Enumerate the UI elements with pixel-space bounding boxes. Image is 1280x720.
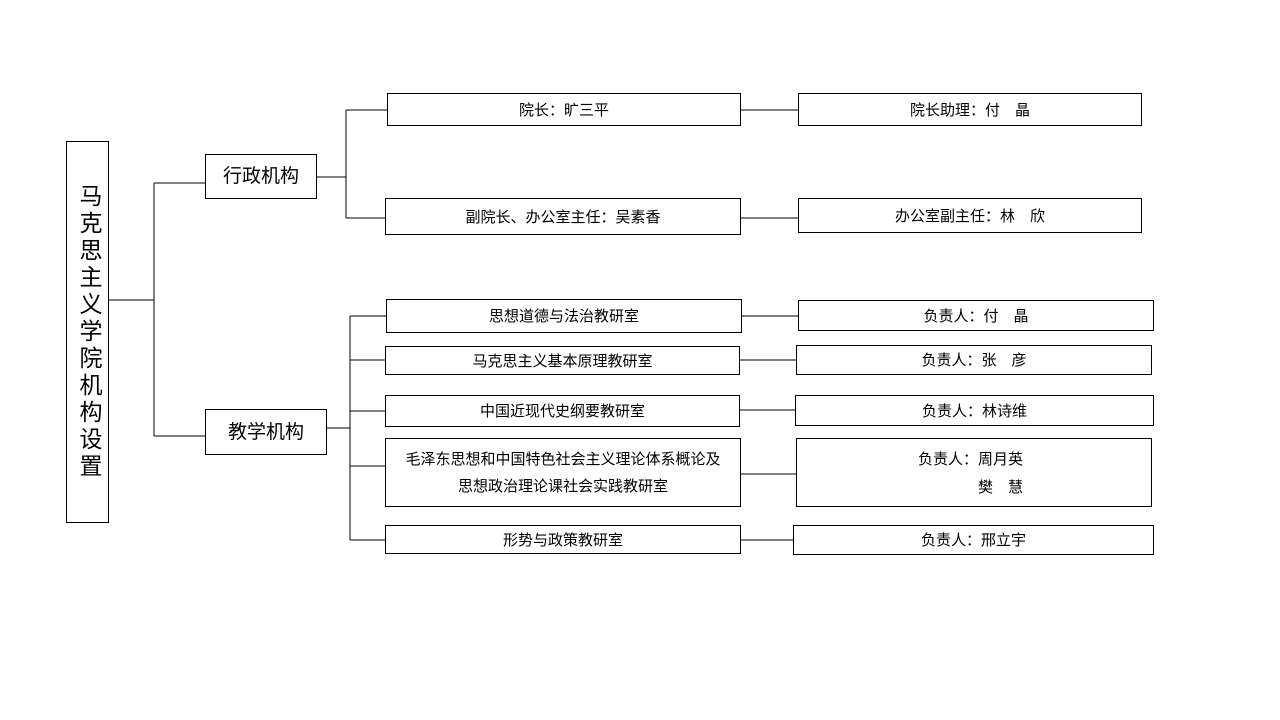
office-head-3-line: 负责人：林诗维 [921, 401, 1028, 420]
office-head-5-name: 邢立宇 [981, 531, 1027, 549]
office-head-2-line: 负责人：张 彦 [921, 351, 1027, 369]
office-head-5-line: 负责人：邢立宇 [920, 531, 1027, 549]
category-admin: 行政机构 [205, 154, 317, 199]
office-head-box-3: 负责人：林诗维 [795, 395, 1154, 426]
office-head-5-label: 负责人 [920, 531, 966, 549]
office-head-1-line: 负责人：付 晶 [923, 306, 1029, 325]
office-head-4-line-2: 负责人：樊 慧 [918, 473, 1023, 501]
title-to-categories-connector [109, 182, 206, 437]
office-box-3: 中国近现代史纲要教研室 [385, 395, 740, 427]
office-head-box-5: 负责人：邢立宇 [793, 525, 1154, 555]
diagram-title: 马克思主义学院机构设置 [66, 141, 109, 523]
admin-assistant-box-1: 院长助理：付 晶 [798, 93, 1142, 126]
teaching-connector [326, 315, 387, 541]
office-head-box-4: 负责人：周月英 负责人：樊 慧 [796, 438, 1152, 507]
office-head-3-name: 林诗维 [982, 401, 1028, 420]
office-head-2-name: 张 彦 [981, 351, 1027, 369]
office-head-3-label: 负责人 [921, 401, 967, 420]
office-head-1-label: 负责人 [923, 306, 969, 325]
office-head-4-name-2: 樊 慧 [978, 477, 1024, 496]
office-box-4-line-1: 毛泽东思想和中国特色社会主义理论体系概论及 [405, 449, 721, 468]
office-box-1: 思想道德与法治教研室 [386, 299, 742, 333]
category-teaching: 教学机构 [205, 409, 327, 455]
admin-assistant-box-2: 办公室副主任：林 欣 [798, 198, 1142, 233]
office-head-box-2: 负责人：张 彦 [796, 345, 1152, 375]
office-head-2-label: 负责人 [921, 351, 967, 369]
admin-role-box-2: 副院长、办公室主任：吴素香 [385, 198, 741, 235]
admin-connector [316, 109, 388, 219]
office-head-4-line-1: 负责人：周月英 [918, 445, 1023, 473]
office-head-1-name: 付 晶 [983, 306, 1029, 325]
admin-role-box-1: 院长：旷三平 [387, 93, 741, 126]
office-box-5: 形势与政策教研室 [385, 525, 741, 554]
office-box-4: 毛泽东思想和中国特色社会主义理论体系概论及 思想政治理论课社会实践教研室 [385, 438, 741, 507]
office-head-box-1: 负责人：付 晶 [798, 300, 1154, 331]
office-head-4-name-1: 周月英 [978, 449, 1024, 468]
office-box-2: 马克思主义基本原理教研室 [385, 346, 740, 375]
office-head-4-label: 负责人 [918, 449, 964, 468]
office-box-4-line-2: 思想政治理论课社会实践教研室 [457, 476, 668, 495]
